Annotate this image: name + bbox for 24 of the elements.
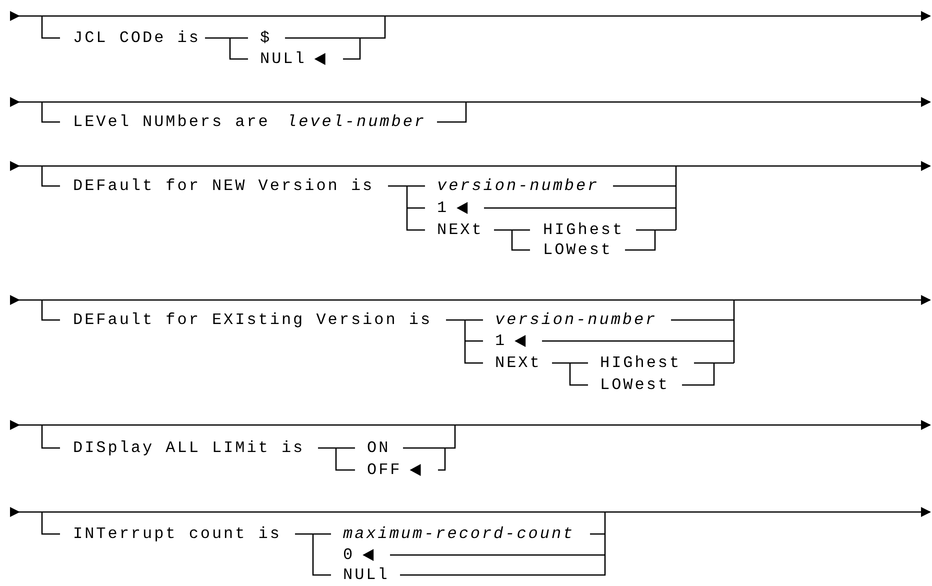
- option-text: 1: [437, 199, 449, 217]
- variable-text: version-number: [495, 311, 658, 329]
- option-text: LOWest: [543, 241, 612, 259]
- keyword-text: DISplay ALL LIMit is: [73, 439, 305, 457]
- option-text: HIGhest: [600, 354, 682, 372]
- option-text: $: [260, 29, 272, 47]
- option-text: NULl: [343, 566, 390, 584]
- keyword-text: INTerrupt count is: [73, 525, 282, 543]
- option-text: OFF: [367, 461, 402, 479]
- option-text: ON: [367, 439, 390, 457]
- option-text: 0: [343, 546, 355, 564]
- keyword-text: DEFault for NEW Version is: [73, 177, 374, 195]
- option-text: NEXt: [437, 221, 484, 239]
- option-text: 1: [495, 332, 507, 350]
- option-text: LOWest: [600, 376, 670, 394]
- option-text: NEXt: [495, 354, 542, 372]
- keyword-text: JCL CODe is: [73, 29, 200, 47]
- keyword-text: LEVel NUMbers are: [73, 113, 270, 131]
- variable-text: level-number: [287, 113, 426, 131]
- option-text: NULl: [260, 50, 306, 68]
- keyword-text: DEFault for EXIsting Version is: [73, 311, 432, 329]
- variable-text: version-number: [437, 177, 600, 195]
- option-text: HIGhest: [543, 221, 624, 239]
- variable-text: maximum-record-count: [343, 525, 575, 543]
